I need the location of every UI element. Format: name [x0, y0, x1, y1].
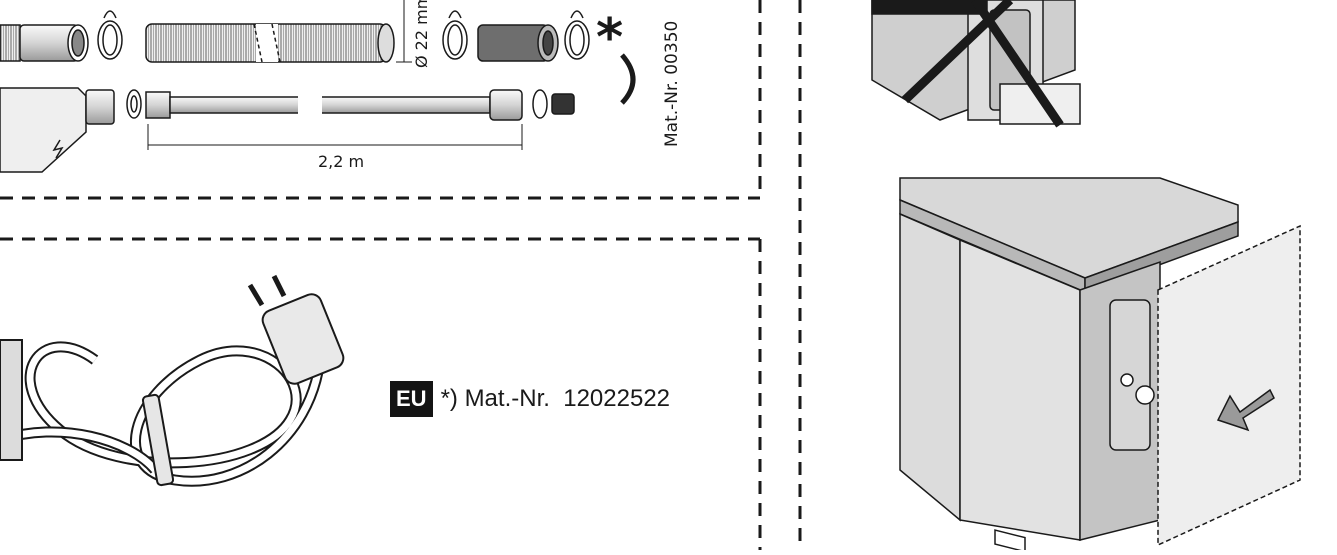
hex-nut [145, 91, 171, 119]
dishwasher-wrong-install [871, 0, 1081, 128]
hose-diameter-label: Ø 22 mm [412, 0, 431, 68]
arrow-icon [1216, 388, 1275, 432]
hose-clamp-icon [97, 10, 123, 60]
hose-clamp-icon [564, 10, 590, 60]
dishwasher-correct-install [899, 177, 1301, 553]
bracket [620, 53, 636, 105]
hose-clamp-icon [442, 10, 468, 60]
hose-material-number: Mat.-Nr. 00350 [662, 20, 682, 147]
inlet-hose [169, 96, 491, 114]
hose-segment [0, 24, 21, 62]
eu-badge: EU [390, 381, 433, 417]
cabinet-left [899, 212, 961, 522]
dishwasher-front [959, 238, 1081, 541]
cable-material-number: *) Mat.-Nr. 12022522 [440, 385, 671, 412]
aquastop-valve [0, 87, 87, 173]
hose-length-label: 2,2 m [318, 152, 365, 171]
cross-mark [901, 0, 1064, 128]
door-panel [1157, 224, 1301, 547]
asterisk-mark: * [596, 8, 624, 68]
section-frames [0, 0, 802, 550]
filter-insert [551, 93, 575, 115]
power-plug-icon [261, 293, 345, 385]
cable-material-row: EU *) Mat.-Nr. 12022522 [390, 377, 670, 421]
power-cable [0, 274, 345, 487]
drain-hose-kit [0, 0, 636, 173]
